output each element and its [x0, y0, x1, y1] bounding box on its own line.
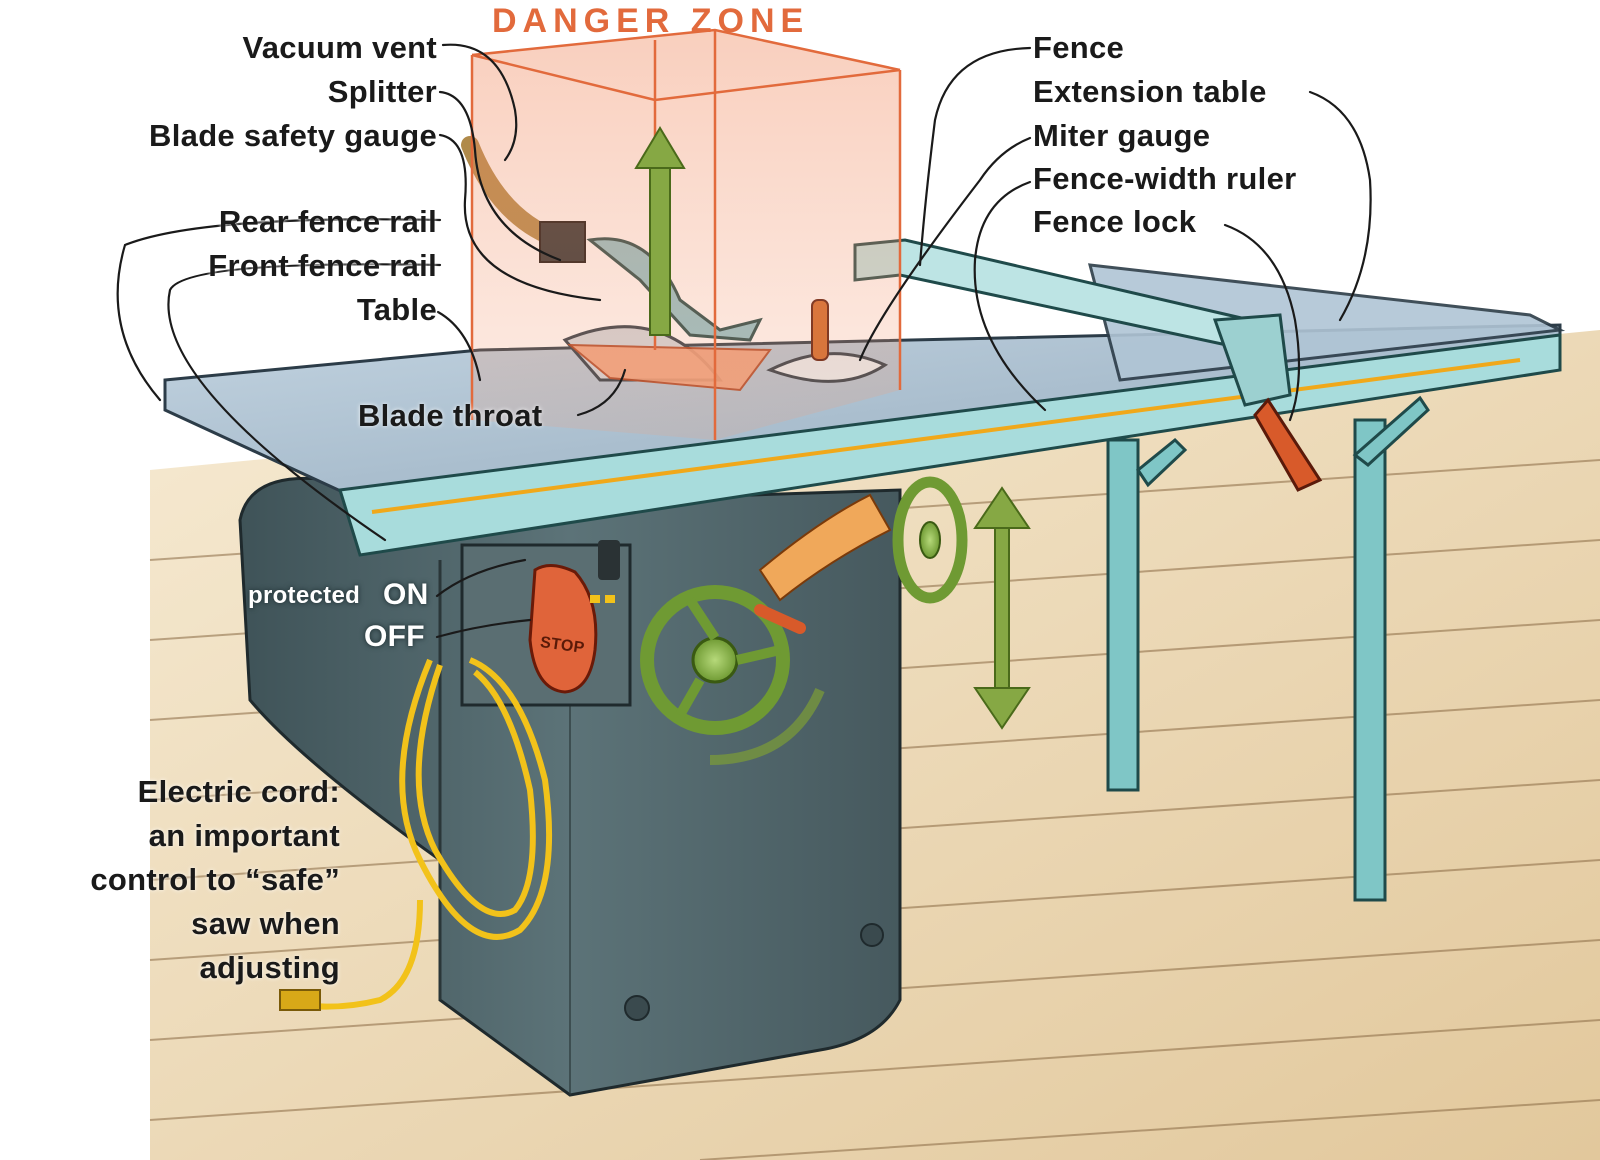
switch-box [460, 540, 632, 707]
label-table: Table [356, 292, 437, 327]
tilt-scale [758, 493, 892, 602]
cord-note-line: saw when [191, 906, 340, 941]
label-fence-width-ruler: Fence-width ruler [1033, 161, 1297, 196]
label-fence: Fence [1033, 30, 1125, 65]
rotation-arrow [709, 687, 825, 765]
danger-zone-title: DANGER ZONE [492, 2, 810, 40]
extension-legs [1106, 395, 1430, 902]
label-splitter: Splitter [327, 74, 437, 109]
fence-lock-handle [1253, 397, 1323, 492]
cord-note: Electric cord: an important control to “… [90, 770, 340, 990]
label-blade-throat: Blade throat [358, 398, 543, 433]
label-miter-gauge: Miter gauge [1033, 118, 1211, 153]
cord-note-line: adjusting [199, 950, 340, 985]
cord-note-line: an important [148, 818, 340, 853]
label-blade-safety-gauge: Blade safety gauge [149, 118, 437, 153]
blade-height-arrow [634, 126, 686, 336]
danger-zone-box [470, 28, 902, 440]
cord-note-line: Electric cord: [137, 774, 340, 809]
label-on: ON [383, 578, 429, 611]
label-front-fence-rail: Front fence rail [208, 248, 437, 283]
front-handwheel [640, 585, 806, 735]
label-vacuum-vent: Vacuum vent [242, 30, 437, 65]
side-handwheel [892, 476, 968, 604]
label-rear-fence-rail: Rear fence rail [218, 204, 437, 239]
electric-cord [279, 657, 553, 1011]
label-extension-table: Extension table [1033, 74, 1267, 109]
saw-cabinet [238, 476, 902, 1097]
raise-lower-arrow [973, 486, 1031, 730]
cord-note-line: control to “safe” [90, 862, 340, 897]
label-fence-lock: Fence lock [1033, 204, 1197, 239]
leader-lines [116, 43, 1372, 639]
label-off: OFF [364, 620, 425, 653]
label-protected: protected [248, 582, 361, 609]
